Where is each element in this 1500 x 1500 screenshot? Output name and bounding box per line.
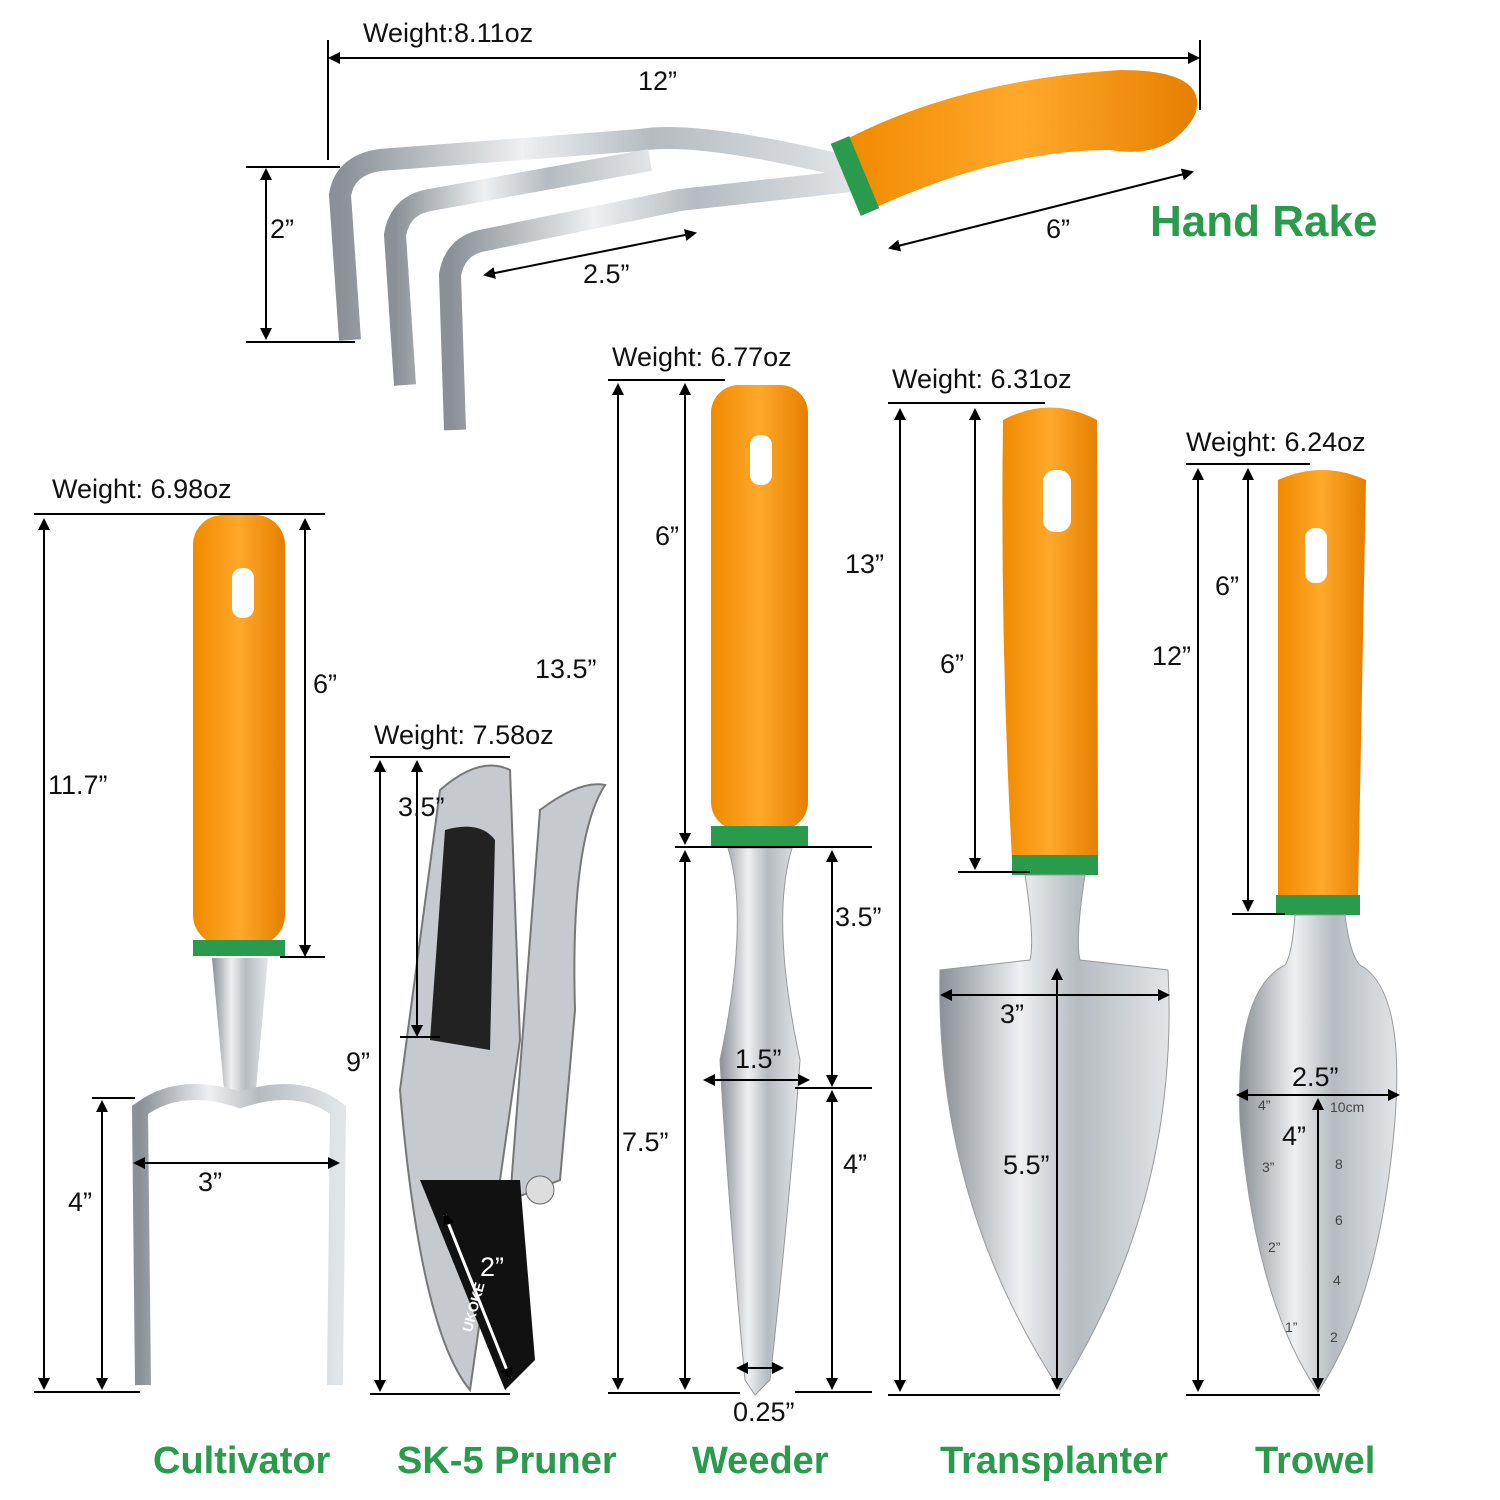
- trowel-ruler-1in: 1”: [1285, 1319, 1298, 1335]
- trowel-length: 12”: [1152, 641, 1192, 671]
- trowel-dimension-lines: [1186, 463, 1400, 1396]
- hand-rake-title: Hand Rake: [1150, 197, 1378, 246]
- trowel-width: 2.5”: [1292, 1062, 1339, 1092]
- pruner-drawing: [398, 764, 607, 1393]
- trowel-ruler-3in: 3”: [1262, 1159, 1275, 1175]
- weeder-handle: 6”: [655, 521, 680, 551]
- weeder-shaft: 3.5”: [835, 902, 882, 932]
- trowel-ruler-6: 6: [1335, 1212, 1343, 1228]
- weeder-head: 7.5”: [622, 1127, 669, 1157]
- weeder-width: 1.5”: [735, 1044, 782, 1074]
- weeder-drawing: [711, 385, 808, 1396]
- pruner-handle: 3.5”: [398, 792, 445, 822]
- trowel-ruler-4in: 4”: [1258, 1097, 1271, 1113]
- hand-rake-length: 12”: [638, 66, 678, 96]
- transplanter-width: 3”: [1000, 999, 1025, 1029]
- pruner-dimension-lines: [370, 756, 512, 1395]
- trowel-ruler-2in: 2”: [1268, 1239, 1281, 1255]
- cultivator-title: Cultivator: [153, 1440, 331, 1482]
- hand-rake-handle-length: 6”: [1046, 214, 1071, 244]
- pruner-blade: 2”: [480, 1252, 505, 1282]
- cultivator-drawing: [131, 515, 347, 1386]
- weeder-length: 13.5”: [535, 654, 597, 684]
- weeder-tip: 0.25”: [733, 1397, 795, 1427]
- trowel-ruler-4: 4: [1333, 1272, 1341, 1288]
- transplanter-weight: Weight: 6.31oz: [892, 364, 1072, 394]
- cultivator-tines: 4”: [68, 1187, 93, 1217]
- weeder-weight: Weight: 6.77oz: [612, 342, 792, 372]
- hand-rake-weight: Weight:8.11oz: [363, 18, 534, 48]
- trowel-title: Trowel: [1255, 1440, 1376, 1482]
- transplanter-length: 13”: [845, 549, 885, 579]
- transplanter-handle: 6”: [940, 649, 965, 679]
- cultivator-width: 3”: [198, 1167, 223, 1197]
- transplanter-blade: 5.5”: [1003, 1150, 1050, 1180]
- transplanter-title: Transplanter: [940, 1440, 1169, 1482]
- trowel-ruler-10cm: 10cm: [1330, 1099, 1365, 1115]
- trowel-handle: 6”: [1215, 571, 1240, 601]
- hand-rake-dimension-lines: [246, 40, 1201, 343]
- trowel-weight: Weight: 6.24oz: [1186, 427, 1366, 457]
- cultivator-weight: Weight: 6.98oz: [52, 474, 232, 504]
- pruner-weight: Weight: 7.58oz: [374, 720, 554, 750]
- weeder-title: Weeder: [692, 1440, 829, 1482]
- hand-rake-tine-length: 2.5”: [583, 259, 630, 289]
- transplanter-dimension-lines: [888, 402, 1170, 1396]
- cultivator-length: 11.7”: [48, 770, 108, 800]
- pruner-length: 9”: [346, 1047, 371, 1077]
- weeder-dimension-lines: [608, 379, 872, 1394]
- cultivator-dimension-lines: [34, 513, 340, 1393]
- weeder-fork: 4”: [843, 1149, 868, 1179]
- trowel-ruler-8: 8: [1335, 1156, 1343, 1172]
- hand-rake-tine-height: 2”: [270, 214, 295, 244]
- trowel-depth: 4”: [1282, 1121, 1307, 1151]
- trowel-ruler-2: 2: [1330, 1329, 1338, 1345]
- pruner-title: SK-5 Pruner: [397, 1440, 617, 1482]
- cultivator-handle: 6”: [313, 669, 338, 699]
